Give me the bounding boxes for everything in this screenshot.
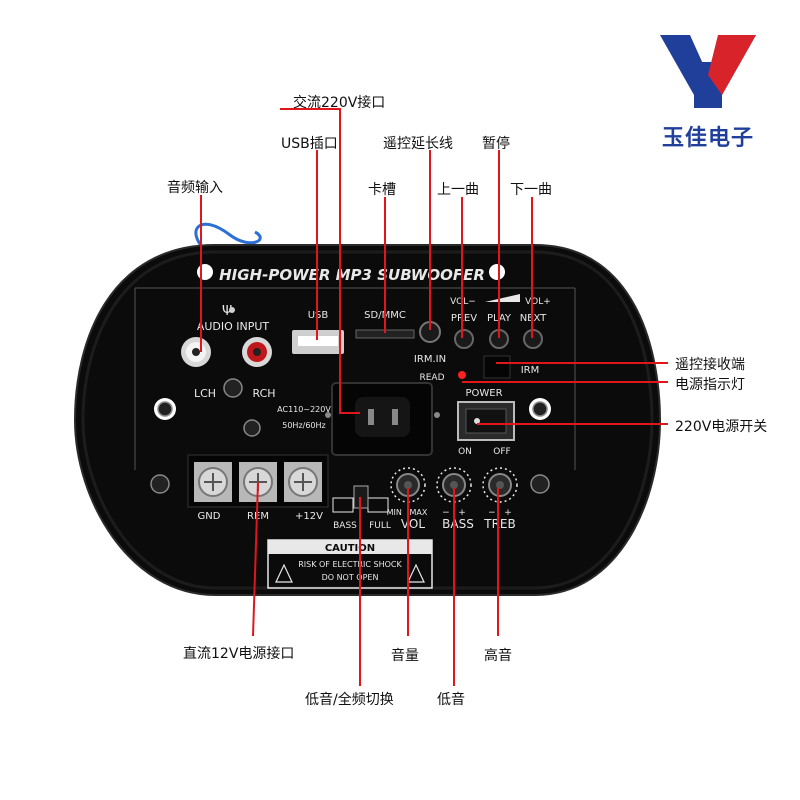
callout-audio-in: 音频输入 bbox=[167, 180, 223, 196]
callout-dc12: 直流12V电源接口 bbox=[183, 646, 295, 662]
brand-name: 玉佳电子 bbox=[662, 126, 755, 151]
callout-bass-knob: 低音 bbox=[437, 692, 465, 708]
callout-pause: 暂停 bbox=[482, 136, 510, 152]
panel-title: HIGH-POWER MP3 SUBWOOFER bbox=[219, 266, 485, 284]
callout-usb-port: USB插口 bbox=[281, 136, 338, 152]
irm-in-label: IRM.IN bbox=[414, 354, 446, 365]
gnd-label: GND bbox=[198, 511, 221, 522]
callout-treble: 高音 bbox=[484, 648, 512, 664]
brand-logo bbox=[660, 35, 756, 108]
rem-label: REM bbox=[247, 511, 269, 522]
callout-remote-ext: 遥控延长线 bbox=[383, 136, 453, 152]
caution-line1: RISK OF ELECTRIC SHOCK bbox=[298, 560, 402, 569]
callout-volume: 音量 bbox=[391, 648, 419, 664]
ac-spec-line1: AC110~220V bbox=[277, 405, 331, 414]
prev-button[interactable] bbox=[454, 329, 474, 349]
screw bbox=[530, 474, 550, 494]
ac-spec-line2: 50Hz/60Hz bbox=[282, 421, 325, 430]
power-label: POWER bbox=[465, 388, 502, 399]
vol-plus-label: VOL+ bbox=[525, 297, 551, 307]
irm-label: IRM bbox=[521, 365, 540, 376]
screw bbox=[223, 378, 243, 398]
next-label: NEXT bbox=[520, 313, 547, 324]
usb-port[interactable] bbox=[292, 330, 344, 354]
treb-label: TREB bbox=[483, 517, 515, 531]
plus12v-label: +12V bbox=[295, 511, 323, 522]
callout-prev-track: 上一曲 bbox=[437, 182, 479, 198]
prev-label: PREV bbox=[451, 313, 477, 324]
screw bbox=[150, 474, 170, 494]
read-label: READ bbox=[419, 373, 444, 383]
treb-minus-plus: − + bbox=[488, 508, 512, 518]
blue-wire bbox=[194, 222, 262, 252]
rca-left-jack[interactable] bbox=[181, 337, 211, 367]
vol-label: VOL bbox=[401, 517, 425, 531]
off-label: OFF bbox=[493, 447, 510, 457]
treble-knob[interactable] bbox=[482, 467, 518, 503]
antenna-symbol: Ψ bbox=[222, 304, 232, 319]
full-label: FULL bbox=[369, 521, 391, 531]
callout-bass-full: 低音/全频切换 bbox=[305, 692, 394, 708]
caution-line2: DO NOT OPEN bbox=[322, 573, 379, 582]
bass-label: BASS bbox=[442, 517, 474, 531]
callout-power-switch: 220V电源开关 bbox=[675, 419, 768, 435]
rca-right-jack[interactable] bbox=[242, 337, 272, 367]
callout-lines bbox=[200, 108, 668, 686]
bass-small-label: BASS bbox=[333, 521, 357, 531]
callout-ac220: 交流220V接口 bbox=[293, 95, 386, 111]
callout-ir-receiver: 遥控接收端 bbox=[675, 357, 745, 373]
screw bbox=[243, 419, 261, 437]
callout-next-track: 下一曲 bbox=[510, 182, 552, 198]
mount-hole bbox=[197, 264, 213, 280]
callout-card-slot: 卡槽 bbox=[368, 182, 396, 198]
lch-label: LCH bbox=[194, 387, 216, 400]
callout-power-led: 电源指示灯 bbox=[675, 377, 745, 393]
caution-label bbox=[267, 539, 433, 589]
rch-label: RCH bbox=[252, 387, 275, 400]
power-switch[interactable] bbox=[457, 401, 515, 441]
on-label: ON bbox=[458, 447, 472, 457]
power-led bbox=[458, 371, 466, 379]
ac220-socket[interactable] bbox=[331, 382, 433, 456]
caution-title: CAUTION bbox=[325, 543, 375, 554]
ir-receiver bbox=[483, 355, 511, 379]
usb-label: USB bbox=[308, 310, 329, 321]
mount-hole bbox=[489, 264, 505, 280]
audio-input-label: AUDIO INPUT bbox=[197, 320, 270, 333]
